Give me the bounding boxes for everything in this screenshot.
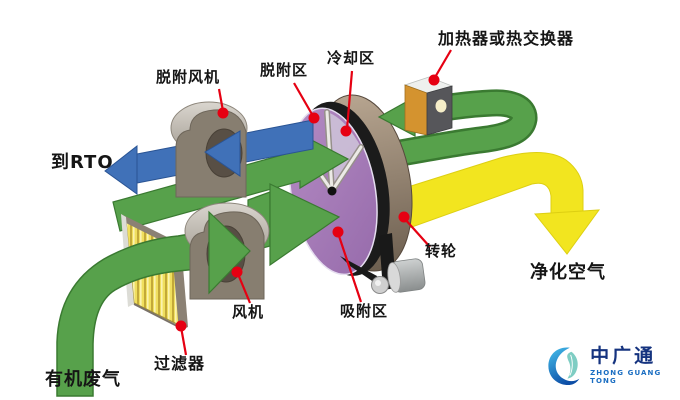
label-organic-waste-gas: 有机废气 [45, 369, 121, 390]
label-desorption-fan: 脱附风机 [156, 68, 221, 86]
label-desorption-zone: 脱附区 [260, 61, 309, 79]
logo-name: 中广通 [590, 345, 657, 368]
process-fan-graphic [184, 202, 270, 300]
logo-swirl-icon [548, 347, 580, 386]
leader-dots [175, 74, 440, 332]
label-filter: 过滤器 [154, 354, 206, 373]
heater-box [403, 76, 454, 136]
label-fan: 风机 [232, 303, 265, 321]
wheel-belt-motor [340, 233, 426, 294]
regeneration-loop-band [369, 89, 538, 172]
label-cooling-zone: 冷却区 [327, 49, 376, 67]
label-rotary-wheel: 转轮 [425, 242, 458, 260]
label-adsorption-zone: 吸附区 [340, 302, 389, 320]
desorption-fan-graphic [170, 101, 248, 198]
company-logo: 中广通 ZHONG GUANG TONG [546, 337, 678, 395]
leader-lines [179, 49, 452, 356]
logo-subtitle: ZHONG GUANG TONG [590, 368, 662, 385]
label-to-rto: 到RTO [51, 152, 114, 173]
label-heater: 加热器或热交换器 [438, 29, 575, 48]
label-purified-air: 净化空气 [530, 262, 606, 283]
purified-air-arrow [391, 151, 601, 255]
